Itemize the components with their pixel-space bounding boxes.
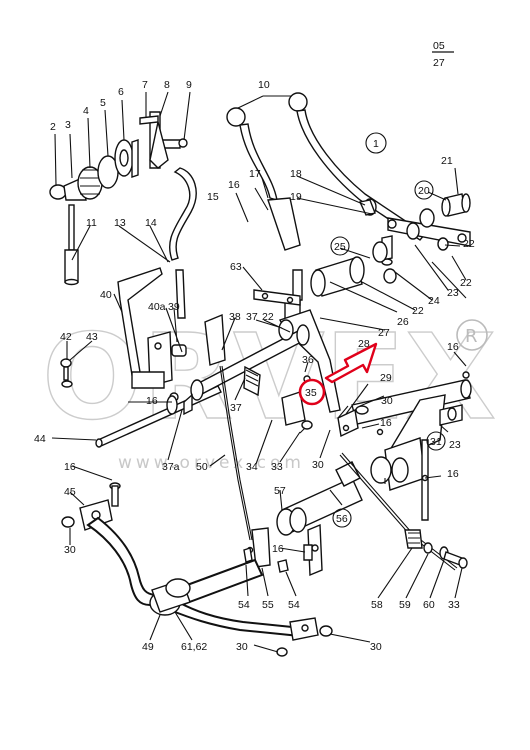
callout-30-left: 30 bbox=[64, 544, 76, 556]
callout-4: 4 bbox=[83, 105, 89, 117]
callout-14: 14 bbox=[145, 217, 157, 229]
callout-30-bottom: 30 bbox=[236, 641, 248, 653]
callout-30-mid: 30 bbox=[312, 459, 324, 471]
callout-34: 34 bbox=[246, 461, 258, 473]
highlight-ring[interactable] bbox=[298, 378, 326, 406]
callout-20-ring bbox=[414, 180, 434, 200]
callout-16-bottom: 16 bbox=[272, 543, 284, 555]
callout-35[interactable]: 35 bbox=[305, 387, 317, 399]
knob-assembly bbox=[49, 111, 188, 286]
callout-54-left: 54 bbox=[238, 599, 250, 611]
callout-15: 15 bbox=[207, 191, 219, 203]
callout-44: 44 bbox=[34, 433, 46, 445]
callout-16-mid: 16 bbox=[380, 417, 392, 429]
callout-20: 20 bbox=[418, 185, 430, 197]
callout-5: 5 bbox=[100, 97, 106, 109]
callout-9: 9 bbox=[186, 79, 192, 91]
callout-61-62: 61,62 bbox=[181, 641, 207, 653]
callout-10: 10 bbox=[258, 79, 270, 91]
callout-1: 1 bbox=[373, 138, 379, 150]
callout-24: 24 bbox=[428, 295, 440, 307]
callout-37a: 37a bbox=[162, 461, 180, 473]
registered-mark-letter: R bbox=[465, 326, 478, 347]
callout-13: 13 bbox=[114, 217, 126, 229]
center-shafts bbox=[166, 289, 313, 568]
callout-63: 63 bbox=[230, 261, 242, 273]
callout-16-lower-right: 16 bbox=[447, 468, 459, 480]
callout-40a: 40a bbox=[148, 301, 166, 313]
callout-60: 60 bbox=[423, 599, 435, 611]
callout-59: 59 bbox=[399, 599, 411, 611]
callout-17: 17 bbox=[249, 168, 261, 180]
callout-27: 27 bbox=[378, 327, 390, 339]
watermark: ORVEX www.orvex.com R bbox=[41, 307, 496, 473]
callout-18: 18 bbox=[290, 168, 302, 180]
callout-16-left: 16 bbox=[146, 395, 158, 407]
callout-11: 11 bbox=[86, 217, 97, 229]
callout-2: 2 bbox=[50, 121, 56, 133]
callout-16-right: 16 bbox=[447, 341, 459, 353]
callout-labels: 2 3 4 5 6 7 8 9 10 11 13 14 16 15 17 18 … bbox=[34, 79, 475, 653]
callout-37: 37 bbox=[230, 402, 242, 414]
callout-31-ring bbox=[426, 431, 446, 451]
page-current: 05 bbox=[433, 40, 445, 52]
callout-29: 29 bbox=[380, 372, 392, 384]
registered-mark-icon bbox=[456, 319, 488, 351]
clutch-pedal-assembly bbox=[60, 167, 222, 448]
callout-25-ring bbox=[330, 236, 350, 256]
callout-58: 58 bbox=[371, 599, 383, 611]
part-35-highlight[interactable]: 35 bbox=[298, 342, 378, 406]
callout-54-right: 54 bbox=[288, 599, 300, 611]
callout-21: 21 bbox=[441, 155, 453, 167]
callout-22-mid: 22 bbox=[412, 305, 424, 317]
callout-19: 19 bbox=[290, 191, 302, 203]
callout-1-ring bbox=[365, 132, 387, 154]
callout-43: 43 bbox=[86, 331, 98, 343]
shift-bracket-assembly bbox=[337, 371, 472, 521]
page-total: 27 bbox=[433, 57, 445, 69]
cross-shaft bbox=[276, 452, 468, 577]
callout-22-upper: 22 bbox=[463, 238, 475, 250]
callout-57: 57 bbox=[274, 485, 286, 497]
callout-37-top: 37 bbox=[246, 311, 258, 323]
callout-56-ring bbox=[332, 508, 352, 528]
callout-56: 56 bbox=[336, 513, 348, 525]
callout-22-top: 22 bbox=[262, 311, 274, 323]
callout-42: 42 bbox=[60, 331, 72, 343]
callout-26: 26 bbox=[397, 316, 409, 328]
callout-3: 3 bbox=[65, 119, 71, 131]
callout-30-right: 30 bbox=[381, 395, 393, 407]
callout-6: 6 bbox=[118, 86, 124, 98]
callout-8: 8 bbox=[164, 79, 170, 91]
callout-38: 38 bbox=[229, 311, 241, 323]
callout-16-top: 16 bbox=[228, 179, 240, 191]
callout-23-right: 23 bbox=[449, 439, 461, 451]
leader-lines bbox=[51, 91, 467, 653]
callout-33: 33 bbox=[271, 461, 283, 473]
callout-31: 31 bbox=[430, 436, 442, 448]
callout-49: 49 bbox=[142, 641, 154, 653]
callout-33-right: 33 bbox=[448, 599, 460, 611]
callout-25: 25 bbox=[334, 241, 346, 253]
highlight-arrow-icon bbox=[324, 342, 378, 384]
callout-28: 28 bbox=[358, 338, 370, 350]
callout-22-right: 22 bbox=[460, 277, 472, 289]
callout-45: 45 bbox=[64, 486, 76, 498]
callout-40: 40 bbox=[100, 289, 112, 301]
callout-36: 36 bbox=[302, 354, 314, 366]
watermark-url: www.orvex.com bbox=[118, 453, 305, 473]
callout-23-top: 23 bbox=[447, 287, 459, 299]
callout-16-lower-left: 16 bbox=[64, 461, 76, 473]
callout-50: 50 bbox=[196, 461, 208, 473]
callout-7: 7 bbox=[142, 79, 148, 91]
page-number: 05 27 bbox=[432, 40, 454, 69]
callout-39: 39 bbox=[168, 301, 180, 313]
callout-55: 55 bbox=[262, 599, 274, 611]
foot-pedal bbox=[61, 482, 333, 657]
callout-30-bottom-right: 30 bbox=[370, 641, 382, 653]
